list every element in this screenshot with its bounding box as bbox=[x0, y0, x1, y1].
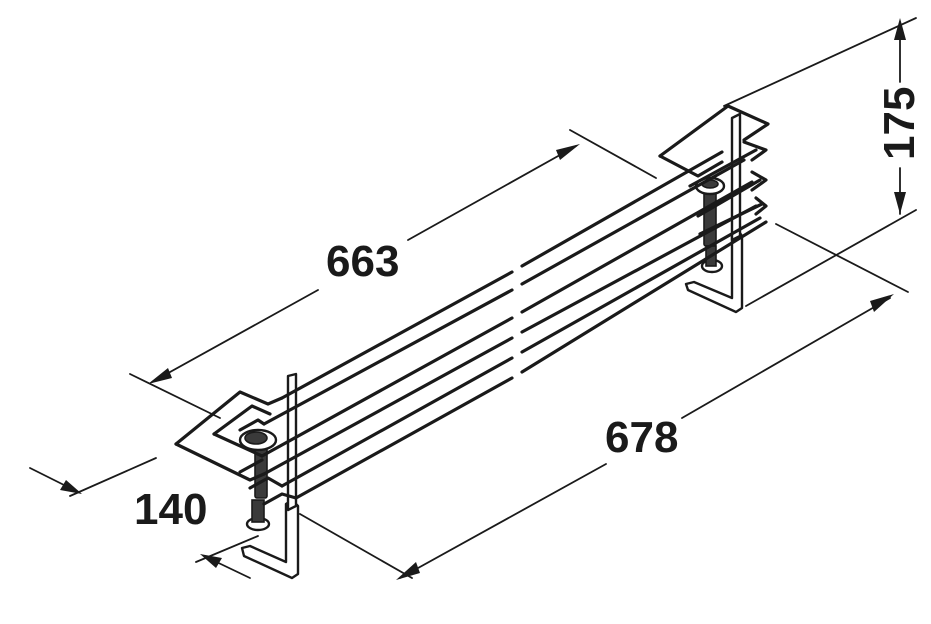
dimension-175: 175 bbox=[723, 17, 924, 307]
dimension-678: 678 bbox=[299, 223, 909, 580]
dimension-label-140: 140 bbox=[134, 485, 207, 534]
shelf-wire-frame bbox=[174, 104, 770, 506]
dimension-140: 140 bbox=[29, 457, 259, 579]
dimension-label-663: 663 bbox=[326, 237, 399, 286]
dimension-label-678: 678 bbox=[605, 413, 678, 462]
dimension-663: 663 bbox=[129, 129, 657, 419]
dimension-label-175: 175 bbox=[875, 87, 924, 160]
